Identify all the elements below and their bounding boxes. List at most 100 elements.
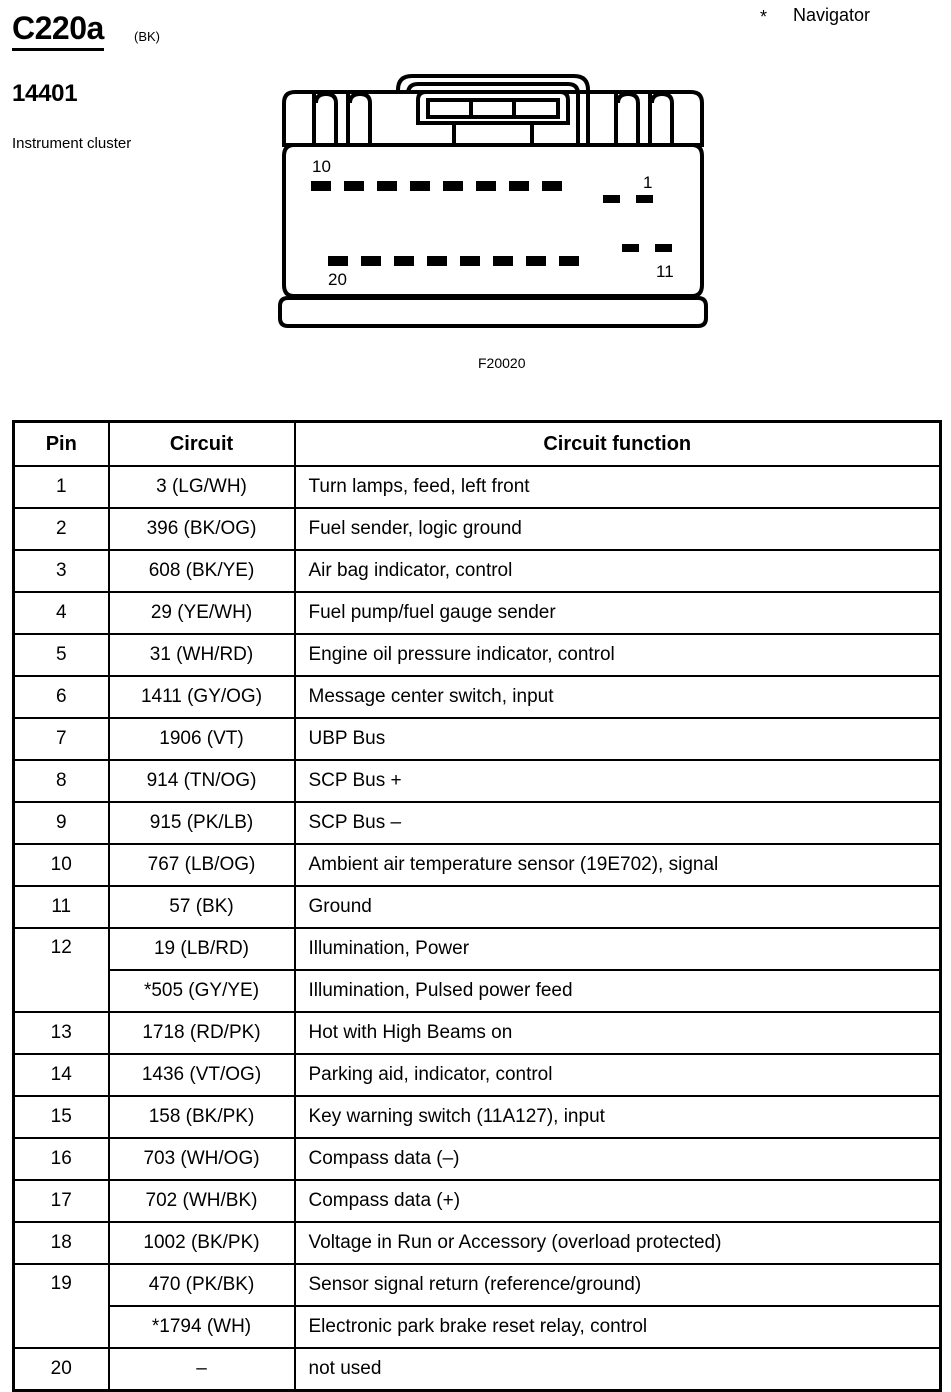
pin-label-top-right: 1 bbox=[643, 173, 652, 192]
connector-shell-top bbox=[282, 90, 704, 147]
circuit-cell: 914 (TN/OG) bbox=[107, 759, 296, 803]
circuit-cell: 57 (BK) bbox=[107, 885, 296, 929]
circuit-cell: 470 (PK/BK) bbox=[107, 1263, 296, 1307]
circuit-function-cell: not used bbox=[293, 1347, 942, 1392]
pin-number-cell: 18 bbox=[12, 1221, 110, 1265]
bottom-row-small-cavities bbox=[622, 244, 672, 252]
circuit-cell: 1411 (GY/OG) bbox=[107, 675, 296, 719]
circuit-cell: 1436 (VT/OG) bbox=[107, 1053, 296, 1097]
latch-middle bbox=[406, 82, 580, 145]
latch-bar-dividers bbox=[469, 100, 516, 117]
circuit-function-cell: Sensor signal return (reference/ground) bbox=[293, 1263, 942, 1307]
top-row-large-cavities bbox=[311, 181, 562, 191]
bottom-row-large-cavities bbox=[328, 256, 579, 266]
circuit-function-cell: Voltage in Run or Accessory (overload pr… bbox=[293, 1221, 942, 1265]
pin-number-cell: 7 bbox=[12, 717, 110, 761]
column-header-pin: Pin bbox=[12, 420, 110, 467]
circuit-cell: 31 (WH/RD) bbox=[107, 633, 296, 677]
shell-tab-right-2 bbox=[648, 91, 674, 144]
pin-number-cell: 15 bbox=[12, 1095, 110, 1139]
table-row: 20–not used bbox=[12, 1347, 942, 1392]
latch-legs bbox=[452, 123, 534, 145]
component-name: Instrument cluster bbox=[12, 135, 132, 152]
circuit-function-cell: UBP Bus bbox=[293, 717, 942, 761]
circuit-function-cell: Fuel sender, logic ground bbox=[293, 507, 942, 551]
connector-color-code: (BK) bbox=[134, 29, 160, 44]
circuit-cell: 915 (PK/LB) bbox=[107, 801, 296, 845]
circuit-cell: 702 (WH/BK) bbox=[107, 1179, 296, 1223]
column-header-circuit: Circuit bbox=[107, 420, 296, 467]
figure-id: F20020 bbox=[478, 355, 526, 371]
circuit-function-cell: Electronic park brake reset relay, contr… bbox=[293, 1305, 942, 1349]
pin-number-cell: 17 bbox=[12, 1179, 110, 1223]
circuit-cell: 767 (LB/OG) bbox=[107, 843, 296, 887]
pin-number-cell: 2 bbox=[12, 507, 110, 551]
circuit-cell: 29 (YE/WH) bbox=[107, 591, 296, 635]
pin-number-cell: 11 bbox=[12, 885, 110, 929]
pin-number-cell: 9 bbox=[12, 801, 110, 845]
part-number: 14401 bbox=[12, 80, 78, 107]
connector-diagram: 10 1 20 11 bbox=[278, 70, 708, 332]
connector-id: C220a bbox=[12, 11, 104, 51]
pin-label-bottom-left: 20 bbox=[328, 270, 347, 289]
circuit-cell: *1794 (WH) bbox=[107, 1305, 296, 1349]
circuit-function-cell: Air bag indicator, control bbox=[293, 549, 942, 593]
pin-number-cell: 10 bbox=[12, 843, 110, 887]
circuit-cell: 1002 (BK/PK) bbox=[107, 1221, 296, 1265]
circuit-cell: 703 (WH/OG) bbox=[107, 1137, 296, 1181]
latch-outer bbox=[396, 74, 590, 145]
circuit-cell: 3 (LG/WH) bbox=[107, 465, 296, 509]
circuit-function-cell: Ground bbox=[293, 885, 942, 929]
circuit-cell: 396 (BK/OG) bbox=[107, 507, 296, 551]
circuit-function-cell: Turn lamps, feed, left front bbox=[293, 465, 942, 509]
asterisk-marker: * bbox=[760, 7, 768, 27]
circuit-function-cell: Illumination, Pulsed power feed bbox=[293, 969, 942, 1013]
pin-number-cell: 5 bbox=[12, 633, 110, 677]
shell-tab-right-1 bbox=[614, 91, 640, 144]
circuit-cell: 608 (BK/YE) bbox=[107, 549, 296, 593]
pin-number-cell: 3 bbox=[12, 549, 110, 593]
circuit-function-cell: Ambient air temperature sensor (19E702),… bbox=[293, 843, 942, 887]
top-row-small-cavities bbox=[603, 195, 653, 203]
vehicle-name: Navigator bbox=[793, 5, 871, 25]
circuit-function-cell: Engine oil pressure indicator, control bbox=[293, 633, 942, 677]
latch-inner bbox=[416, 90, 570, 125]
circuit-cell: – bbox=[107, 1347, 296, 1392]
circuit-cell: *505 (GY/YE) bbox=[107, 969, 296, 1013]
circuit-cell: 158 (BK/PK) bbox=[107, 1095, 296, 1139]
circuit-function-cell: Compass data (+) bbox=[293, 1179, 942, 1223]
pin-number-cell: 8 bbox=[12, 759, 110, 803]
pin-number-cell: 12 bbox=[12, 927, 110, 1013]
circuit-function-cell: Compass data (–) bbox=[293, 1137, 942, 1181]
pin-label-top-left: 10 bbox=[312, 157, 331, 176]
circuit-function-cell: Illumination, Power bbox=[293, 927, 942, 971]
circuit-cell: 19 (LB/RD) bbox=[107, 927, 296, 971]
circuit-function-cell: SCP Bus – bbox=[293, 801, 942, 845]
table-header-row: Pin Circuit Circuit function bbox=[12, 420, 942, 467]
pin-number-cell: 1 bbox=[12, 465, 110, 509]
pin-number-cell: 16 bbox=[12, 1137, 110, 1181]
pin-label-bottom-right: 11 bbox=[656, 262, 674, 281]
shell-tab-left-2 bbox=[346, 91, 372, 144]
circuit-function-cell: Fuel pump/fuel gauge sender bbox=[293, 591, 942, 635]
table-row: *1794 (WH)Electronic park brake reset re… bbox=[14, 1305, 942, 1349]
pin-cavities bbox=[311, 181, 672, 266]
